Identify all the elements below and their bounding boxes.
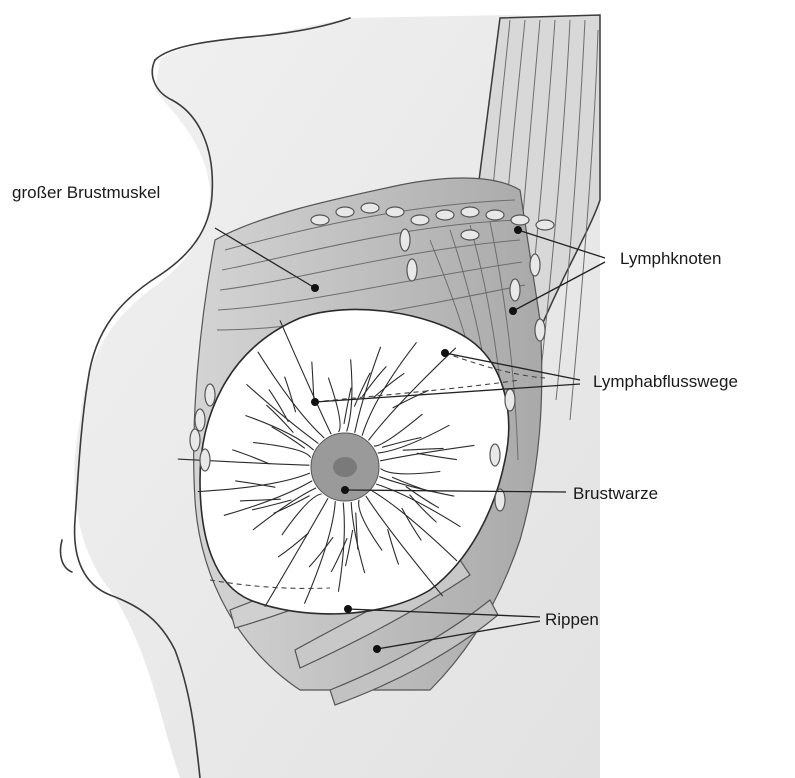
lymph-node: [505, 389, 515, 411]
lymph-node: [200, 449, 210, 471]
lymph-node: [536, 220, 554, 230]
lymph-node: [495, 489, 505, 511]
label-lymph-nodes: Lymphknoten: [620, 249, 721, 268]
lymph-node: [311, 215, 329, 225]
dot-lymphnode-2: [509, 307, 517, 315]
lymph-node: [407, 259, 417, 281]
dot-pectoral: [311, 284, 319, 292]
lymph-node: [400, 229, 410, 251]
dot-nipple: [341, 486, 349, 494]
nipple-contralateral: [60, 540, 72, 572]
lymph-node: [436, 210, 454, 220]
dot-ribs-1: [344, 605, 352, 613]
lymph-node: [195, 409, 205, 431]
lymph-node: [486, 210, 504, 220]
lymph-node: [190, 429, 200, 451]
dot-ribs-2: [373, 645, 381, 653]
lymph-node: [490, 444, 500, 466]
lymph-node: [411, 215, 429, 225]
lymph-node: [510, 279, 520, 301]
label-ribs: Rippen: [545, 610, 599, 629]
lymph-node: [205, 384, 215, 406]
lymph-node: [386, 207, 404, 217]
dot-drainage-1: [441, 349, 449, 357]
lymph-node: [461, 207, 479, 217]
lymph-node: [511, 215, 529, 225]
label-nipple: Brustwarze: [573, 484, 658, 503]
nipple-shape: [333, 457, 357, 477]
label-lymph-drainage: Lymphabflusswege: [593, 372, 738, 391]
lymph-node: [530, 254, 540, 276]
lymph-node: [336, 207, 354, 217]
label-pectoral-muscle: großer Brustmuskel: [12, 183, 160, 202]
dot-drainage-2: [311, 398, 319, 406]
lymph-node: [535, 319, 545, 341]
dot-lymphnode-1: [514, 226, 522, 234]
lymph-node: [461, 230, 479, 240]
lymph-node: [361, 203, 379, 213]
